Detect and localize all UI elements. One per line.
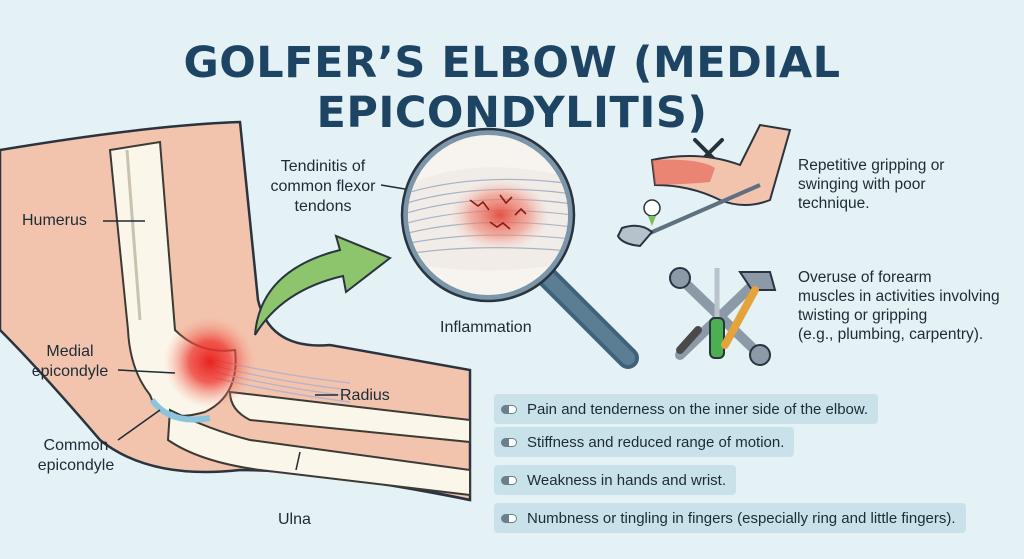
cause-golf-line-1: Repetitive gripping or	[798, 157, 945, 174]
symptom-text: Weakness in hands and wrist.	[527, 471, 726, 489]
cause-tools-line-4: (e.g., plumbing, carpentry).	[798, 326, 984, 343]
cause-tools-line-3: twisting or gripping	[798, 307, 928, 324]
inflammation-spot	[164, 316, 256, 408]
symptom-item: Stiffness and reduced range of motion.	[494, 427, 795, 457]
pill-icon	[501, 513, 517, 523]
common-epicondyle-line-2: epicondyle	[37, 457, 115, 474]
radius-label: Radius	[340, 387, 390, 404]
ulna-label: Ulna	[278, 511, 311, 528]
cause-tools-line-1: Overuse of forearm	[798, 269, 932, 286]
tendinitis-line-3: tendons	[294, 198, 352, 215]
cause-text-tools: Overuse of forearm muscles in activities…	[798, 268, 1000, 344]
symptom-item: Numbness or tingling in fingers (especia…	[494, 503, 966, 533]
symptom-text: Stiffness and reduced range of motion.	[527, 433, 785, 451]
cause-golf-line-2: swinging with poor	[798, 176, 926, 193]
magnifier-illustration	[400, 127, 639, 369]
cause-text-golf: Repetitive gripping or swinging with poo…	[798, 156, 944, 213]
zoom-arrow	[254, 234, 392, 336]
cause-golf-line-3: technique.	[798, 195, 870, 212]
medial-epicondyle-line-2: epicondyle	[31, 363, 109, 380]
symptom-text: Pain and tenderness on the inner side of…	[527, 400, 869, 418]
pill-icon	[501, 437, 517, 447]
tendinitis-line-2: common flexor	[270, 178, 376, 195]
common-epicondyle-label: Common epicondyle	[28, 436, 124, 476]
arm-illustration	[0, 120, 472, 502]
inflammation-label: Inflammation	[440, 319, 532, 336]
medial-epicondyle-label: Medial epicondyle	[30, 342, 110, 382]
pill-icon	[501, 404, 517, 414]
radius-bone	[228, 390, 471, 444]
humerus-label: Humerus	[22, 212, 87, 229]
symptom-item: Pain and tenderness on the inner side of…	[494, 394, 879, 424]
tools-icon	[669, 267, 777, 366]
medial-epicondyle-line-1: Medial	[46, 343, 94, 360]
pill-icon	[501, 475, 517, 485]
golf-club-icon	[616, 123, 792, 248]
page-title: GOLFER’S ELBOW (MEDIAL EPICONDYLITIS)	[183, 38, 841, 138]
cause-tools-line-2: muscles in activities involving	[798, 288, 1000, 305]
symptom-item: Weakness in hands and wrist.	[494, 465, 736, 495]
ulna-bone	[166, 408, 471, 497]
common-epicondyle-line-1: Common	[43, 437, 109, 454]
tendinitis-line-1: Tendinitis of	[280, 158, 366, 175]
symptom-text: Numbness or tingling in fingers (especia…	[527, 509, 956, 527]
tendinitis-label: Tendinitis of common flexor tendons	[258, 157, 388, 217]
